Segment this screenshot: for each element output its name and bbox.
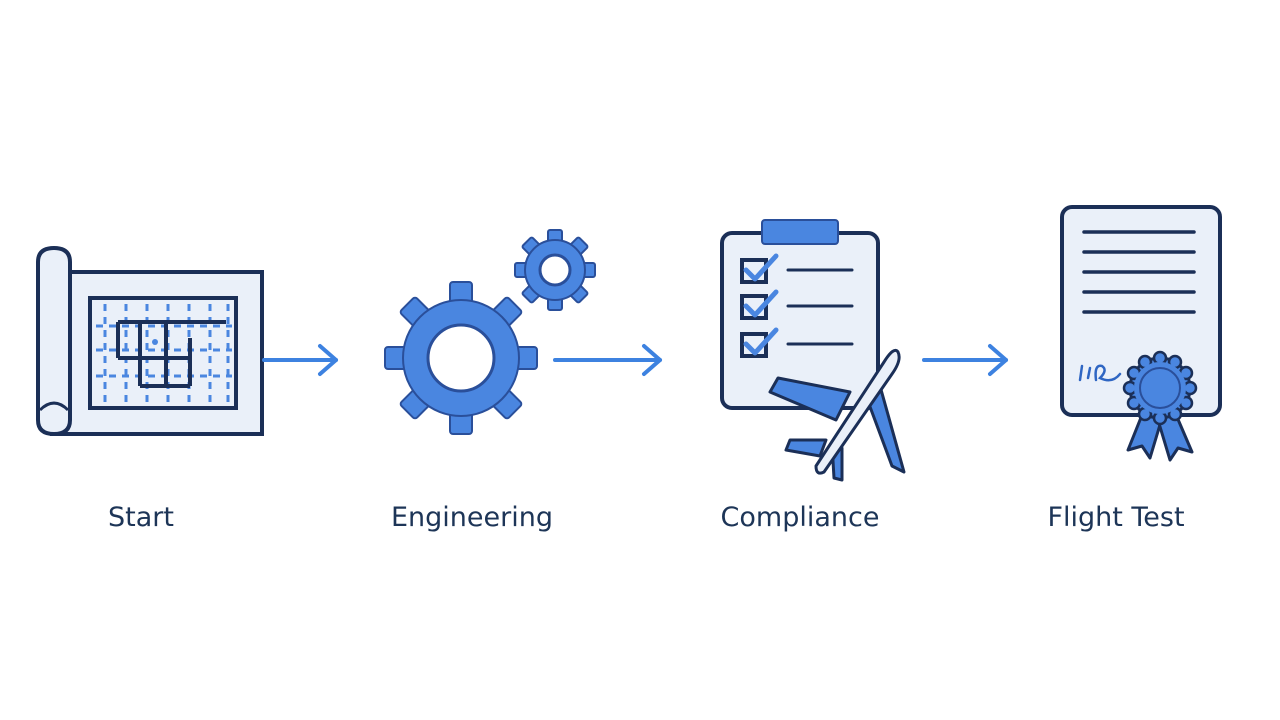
step-label-engineering: Engineering	[391, 502, 553, 533]
step-label-compliance: Compliance	[720, 502, 880, 533]
gears-icon	[384, 229, 596, 435]
arrow-right-icon	[262, 344, 338, 376]
certificate-icon	[1060, 205, 1222, 462]
blueprint-icon	[36, 245, 264, 437]
arrow-right-icon	[922, 344, 1008, 376]
step-label-start: Start	[108, 502, 174, 533]
checklist-airplane-icon	[720, 219, 906, 482]
arrow-right-icon	[553, 344, 662, 376]
step-label-flight-test: Flight Test	[1047, 502, 1185, 533]
